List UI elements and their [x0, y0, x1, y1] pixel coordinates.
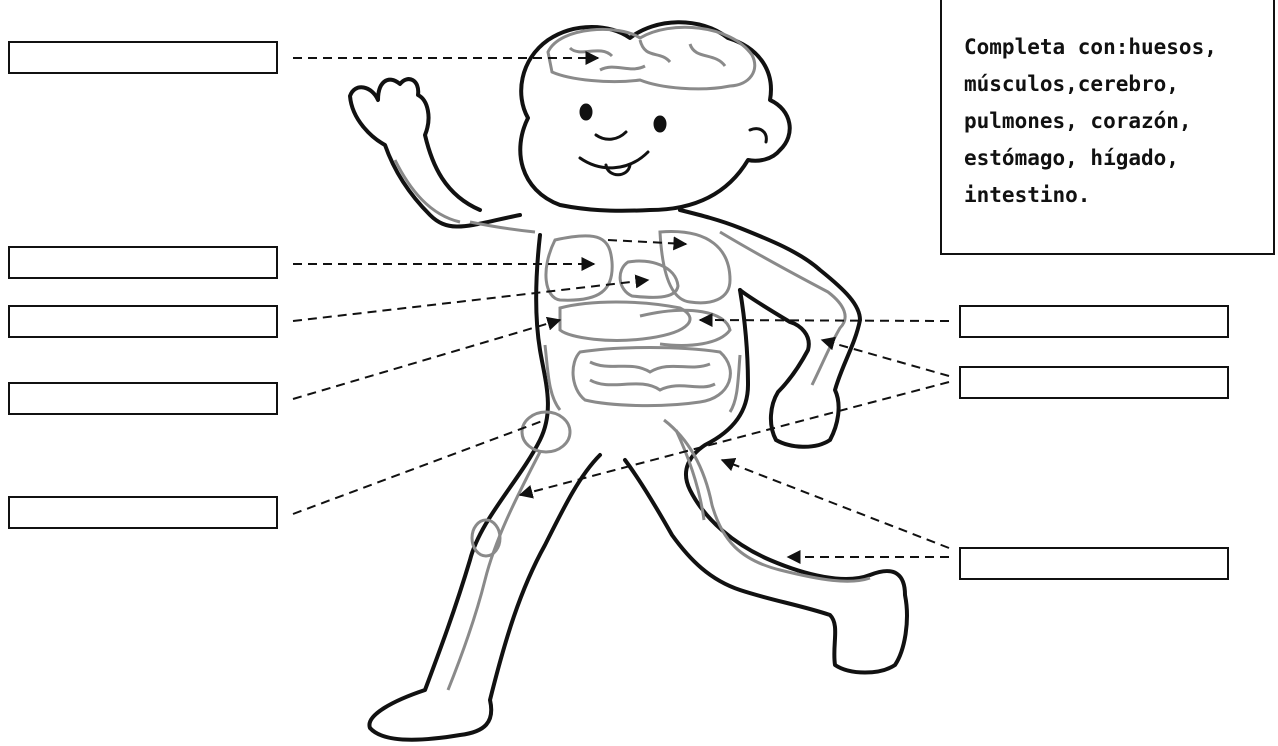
face	[580, 105, 766, 175]
pointer-lines	[293, 58, 949, 557]
organs	[545, 232, 740, 412]
body-outline	[350, 22, 907, 740]
bones-muscles	[395, 160, 870, 690]
